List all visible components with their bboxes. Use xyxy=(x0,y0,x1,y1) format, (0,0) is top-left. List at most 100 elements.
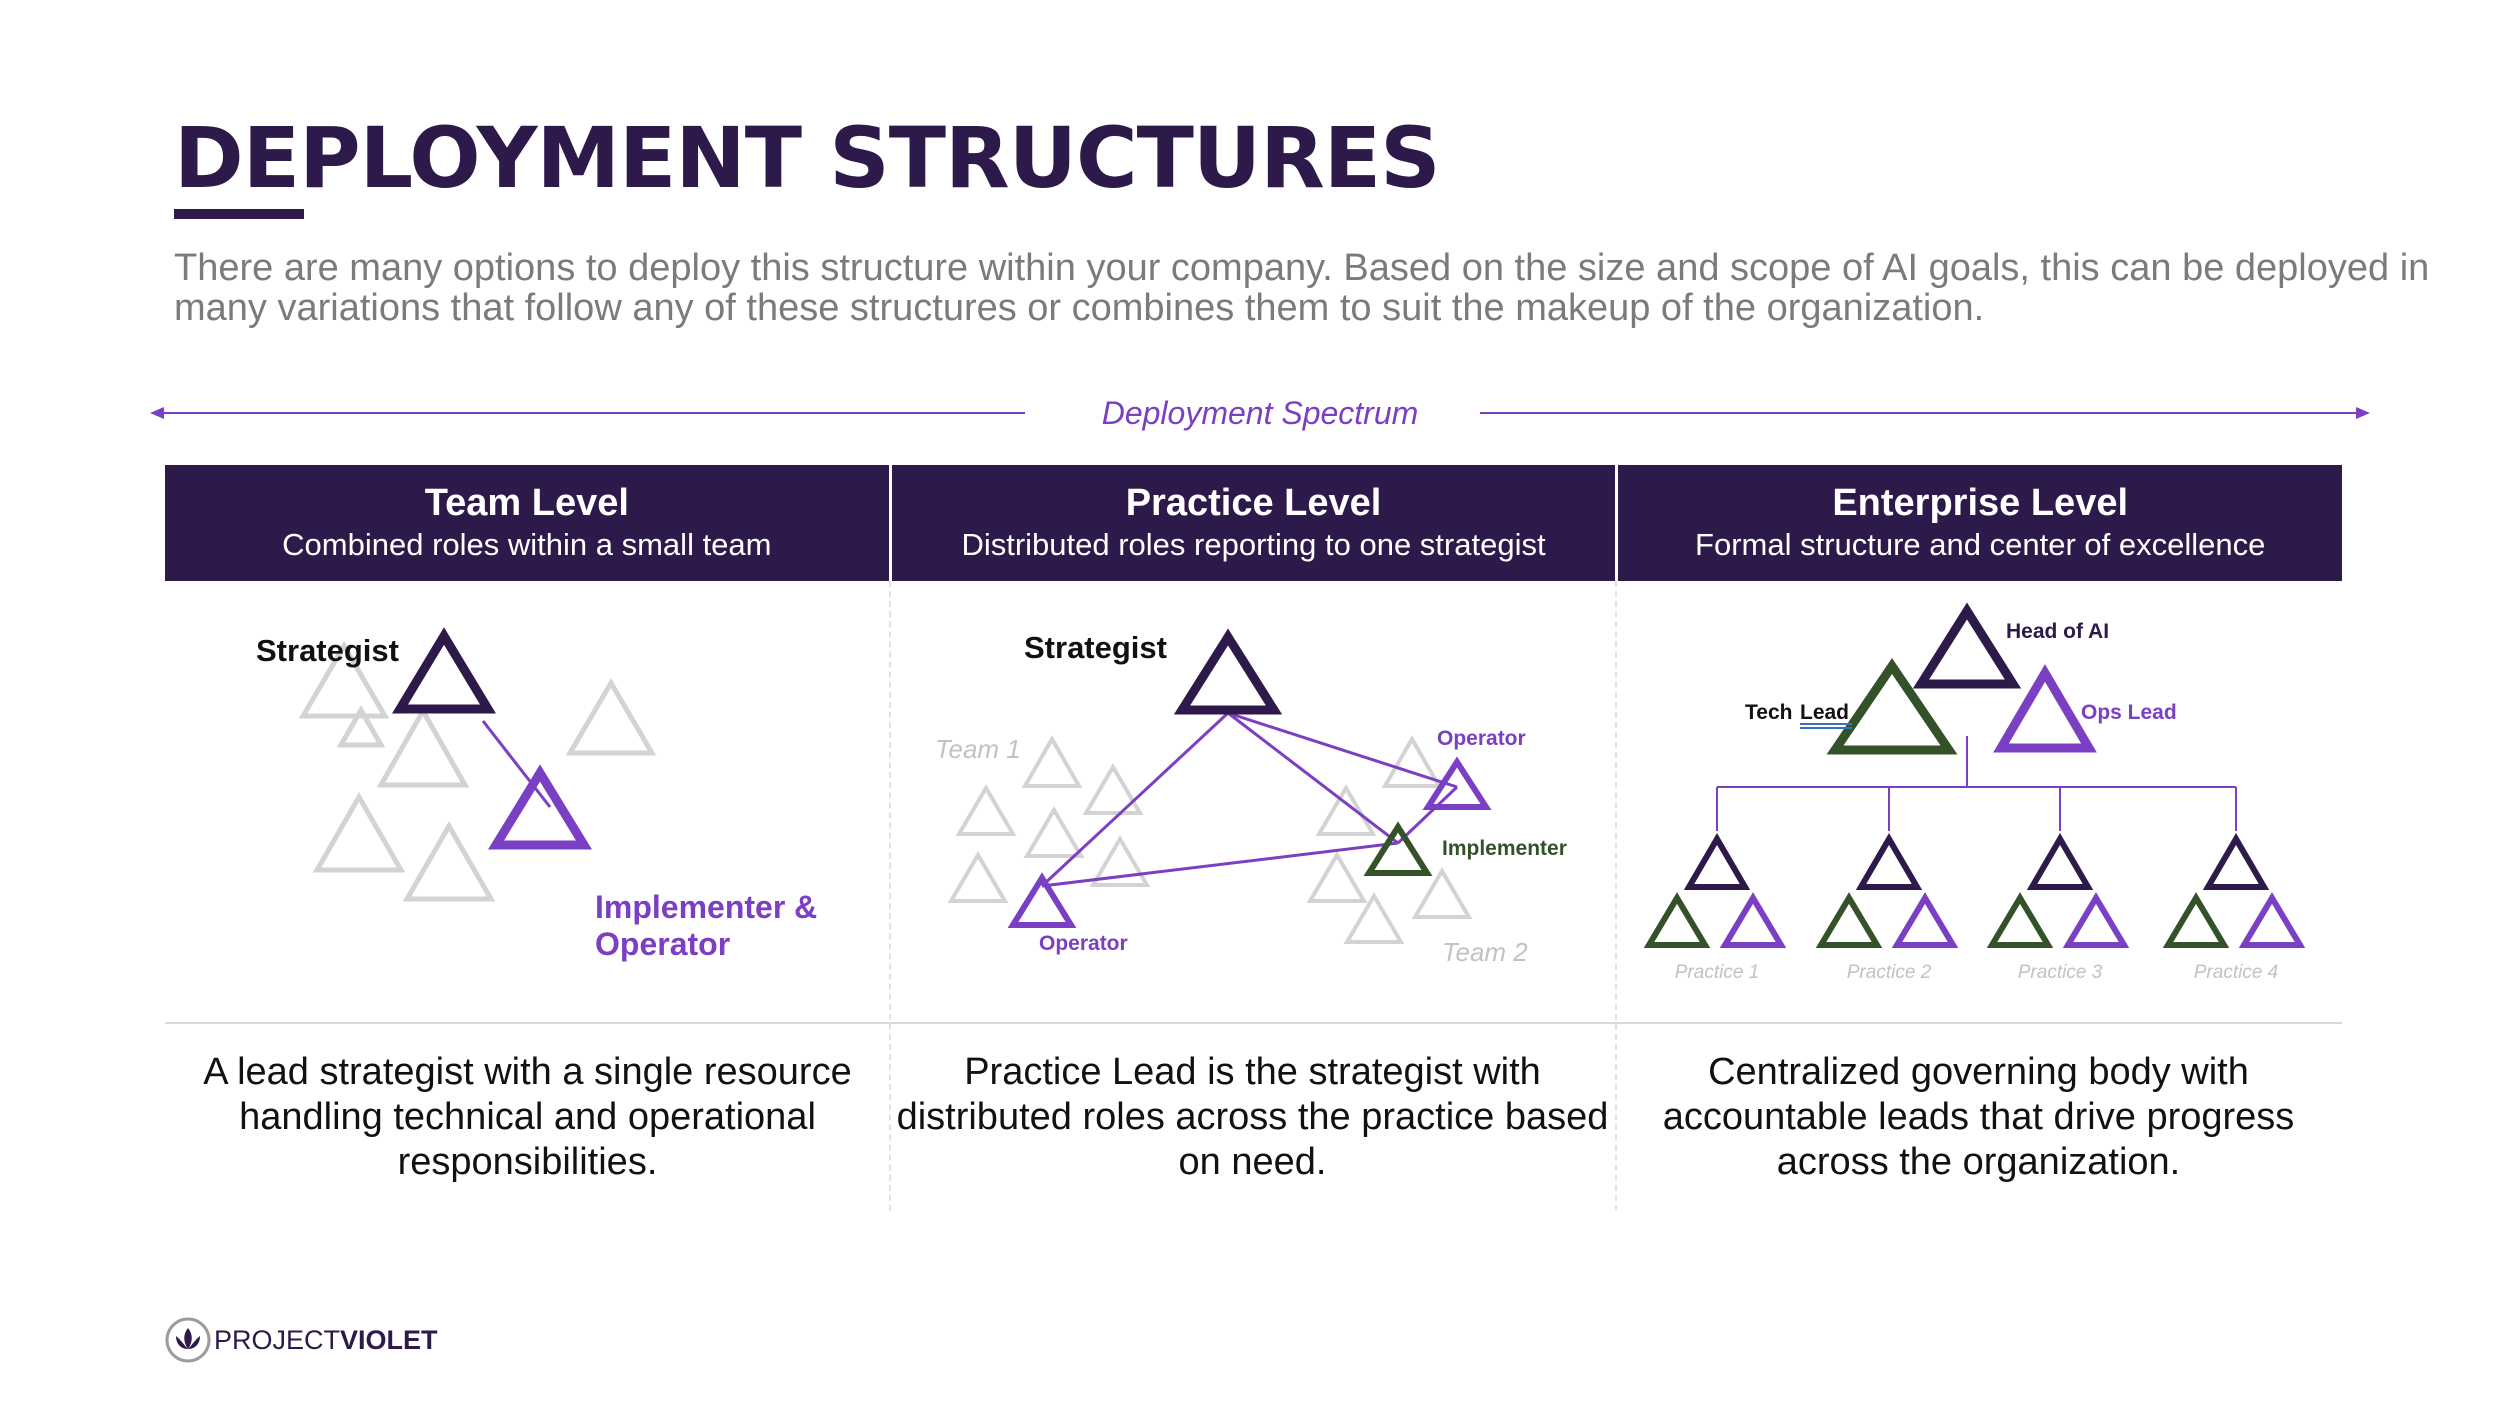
practice-tech-triangle xyxy=(1986,892,2054,948)
enterprise-level-description: Centralized governing body with accounta… xyxy=(1662,1051,2295,1183)
practice-level-description: Practice Lead is the strategist with dis… xyxy=(896,1051,1609,1183)
ops-lead-triangle xyxy=(1993,664,2097,753)
team-member-triangle xyxy=(336,704,386,748)
team-member-triangle xyxy=(298,641,390,719)
head-of-ai-label: Head of AI xyxy=(2006,620,2109,643)
implementer-triangle xyxy=(487,764,593,850)
level-header-row: Team Level Combined roles within a small… xyxy=(165,465,2343,581)
operator-label: Operator xyxy=(595,926,730,962)
spectrum-arrows xyxy=(150,407,2370,419)
team-member-triangle xyxy=(1306,851,1368,903)
team-2-triangles xyxy=(1306,734,1473,944)
team-member-triangle xyxy=(565,678,657,756)
practice-label: Practice 1 xyxy=(1675,962,1759,983)
team-2-label: Team 2 xyxy=(1442,937,1528,967)
org-connector-lines xyxy=(1716,736,2237,831)
strategist-label: Strategist xyxy=(256,633,399,668)
lotus-logo-icon xyxy=(165,1317,211,1363)
tech-lead-label-underlined: Lead xyxy=(1800,701,1849,724)
header-title: Team Level xyxy=(424,482,629,524)
practice-ops-triangle xyxy=(2238,892,2306,948)
practice-ops-triangle xyxy=(1891,892,1959,948)
practice-group-4: Practice 4 xyxy=(2162,833,2306,983)
practice-level-diagram: Strategist Team 1 Team 2 Operator Implem… xyxy=(935,628,1567,967)
team-level-description: A lead strategist with a single resource… xyxy=(203,1051,852,1183)
team-member-triangle xyxy=(1021,734,1083,788)
tech-lead-triangle xyxy=(1826,657,1958,755)
connector-line xyxy=(1040,711,1230,888)
brand-prefix: PROJECT xyxy=(214,1325,341,1355)
practice-group-2: Practice 2 xyxy=(1815,833,1959,983)
team-member-triangle xyxy=(312,791,406,873)
team-member-triangle xyxy=(1315,784,1377,836)
team-member-triangle xyxy=(1381,734,1443,788)
practice-label: Practice 3 xyxy=(2018,962,2103,983)
head-of-ai-triangle xyxy=(1912,602,2022,689)
implementer-label: Implementer xyxy=(1442,837,1567,860)
column-divider xyxy=(1615,581,1617,1211)
header-subtitle: Distributed roles reporting to one strat… xyxy=(961,527,1546,562)
connector-line xyxy=(1041,841,1399,888)
implementer-label: Implementer & xyxy=(595,889,817,925)
brand-footer: PROJECTVIOLET xyxy=(164,1316,464,1366)
brand-suffix: VIOLET xyxy=(340,1325,438,1355)
strategist-triangle xyxy=(1173,628,1283,715)
row-divider xyxy=(165,1022,2342,1024)
connector-line xyxy=(1396,785,1459,845)
brand-name: PROJECTVIOLET xyxy=(214,1324,438,1356)
practice-ops-triangle xyxy=(1719,892,1787,948)
deployment-spectrum: Deployment Spectrum xyxy=(150,390,2370,440)
operator-right-label: Operator xyxy=(1437,727,1526,750)
practice-lead-triangle xyxy=(2202,833,2270,890)
header-title: Enterprise Level xyxy=(1832,482,2129,524)
practice-tech-triangle xyxy=(1643,892,1711,948)
practice-lead-triangle xyxy=(2026,833,2094,890)
column-divider xyxy=(889,581,891,1211)
practice-label: Practice 4 xyxy=(2194,962,2278,983)
team-member-triangle xyxy=(376,705,470,788)
practice-group-1: Practice 1 xyxy=(1643,833,1787,983)
practice-label: Practice 2 xyxy=(1847,962,1932,983)
team-connector-line xyxy=(481,720,552,808)
practice-ops-triangle xyxy=(2062,892,2130,948)
practice-connector-lines xyxy=(1040,711,1459,888)
team-member-triangle xyxy=(1082,763,1144,815)
team-member-triangle xyxy=(1023,806,1085,858)
practice-tech-triangle xyxy=(2162,892,2230,948)
header-subtitle: Formal structure and center of excellenc… xyxy=(1695,527,2266,562)
spectrum-label: Deployment Spectrum xyxy=(1101,395,1419,431)
strategist-label: Strategist xyxy=(1024,630,1167,665)
team-member-triangle xyxy=(402,820,496,902)
connector-line xyxy=(1227,711,1458,789)
header-title: Practice Level xyxy=(1125,482,1382,524)
team-member-triangles xyxy=(298,641,657,902)
arrow-left-icon xyxy=(150,407,164,419)
practice-lead-triangle xyxy=(1855,833,1923,890)
header-practice-level: Practice Level Distributed roles reporti… xyxy=(888,465,1616,581)
team-1-label: Team 1 xyxy=(935,734,1021,764)
team-member-triangle xyxy=(1089,835,1151,887)
team-1-triangles xyxy=(947,734,1151,903)
title-underline xyxy=(174,209,304,219)
connector-line xyxy=(1227,711,1399,845)
enterprise-level-diagram: Head of AI Tech Lead Ops Lead Practice 1… xyxy=(1643,602,2306,983)
arrow-right-icon xyxy=(2356,407,2370,419)
team-member-triangle xyxy=(1343,892,1405,944)
ops-lead-label: Ops Lead xyxy=(2081,701,2177,724)
team-level-diagram: Strategist Implementer & Operator xyxy=(256,627,817,962)
header-team-level: Team Level Combined roles within a small… xyxy=(165,465,889,581)
header-subtitle: Combined roles within a small team xyxy=(282,527,772,562)
page-title: DEPLOYMENT STRUCTURES xyxy=(174,109,1441,207)
intro-text: There are many options to deploy this st… xyxy=(174,247,2430,329)
strategist-triangle xyxy=(392,627,496,714)
operator-right-triangle xyxy=(1422,756,1492,810)
practice-group-3: Practice 3 xyxy=(1986,833,2130,983)
header-enterprise-level: Enterprise Level Formal structure and ce… xyxy=(1615,465,2343,581)
practice-lead-triangle xyxy=(1683,833,1751,890)
team-member-triangle xyxy=(947,851,1009,903)
operator-left-triangle xyxy=(1007,872,1077,928)
team-member-triangle xyxy=(1411,867,1473,919)
team-member-triangle xyxy=(955,784,1017,836)
practice-tech-triangle xyxy=(1815,892,1883,948)
tech-lead-label: Tech xyxy=(1745,701,1792,724)
